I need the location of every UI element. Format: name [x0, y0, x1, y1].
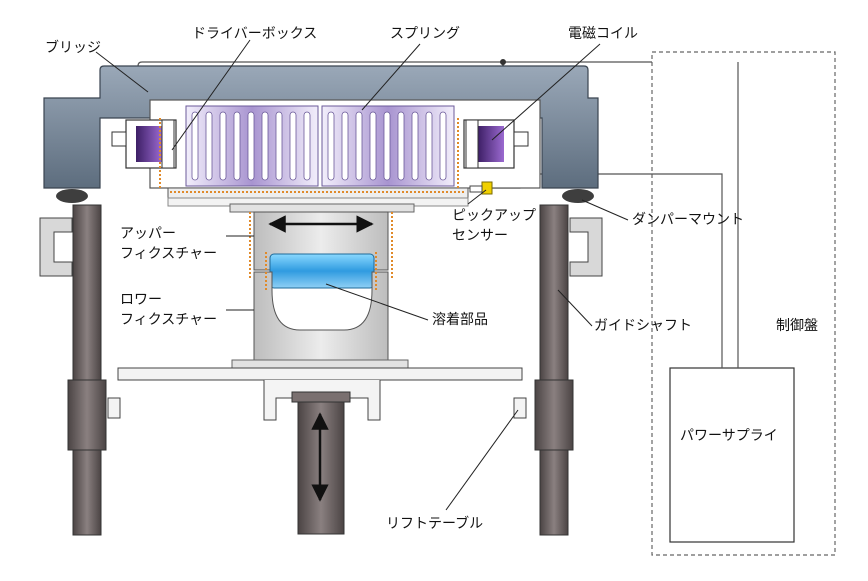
lift-rod-cap	[291, 391, 351, 403]
coil-left	[136, 126, 162, 162]
power-supply-box	[669, 367, 795, 543]
coil-left-core	[161, 119, 175, 169]
lift-table-leg-right	[513, 397, 527, 419]
shaft-clamp-left	[39, 217, 73, 277]
damper-mount-right	[562, 189, 594, 203]
label-pickup: ピックアップ	[452, 208, 536, 224]
leader-lines	[95, 39, 629, 511]
guide-bushing-left	[67, 379, 107, 451]
label-weld: 溶着部品	[432, 312, 488, 328]
spring-right	[321, 105, 455, 187]
coil-right-tab	[513, 131, 529, 147]
spring-left	[185, 105, 319, 187]
label-upper-1: アッパー	[120, 226, 176, 242]
label-sensor: センサー	[452, 228, 508, 244]
damper-mount-left	[56, 189, 88, 203]
guide-shaft-left	[72, 204, 102, 536]
coil-right	[478, 126, 504, 162]
label-power: パワーサプライ	[680, 428, 778, 444]
guide-bushing-right	[534, 379, 574, 451]
bridge	[43, 65, 599, 189]
label-lift: リフトテーブル	[386, 515, 483, 532]
coil-left-tab	[111, 131, 127, 147]
lift-table	[117, 367, 523, 381]
control-panel	[651, 51, 836, 556]
label-bridge: ブリッジ	[45, 39, 101, 56]
label-lower-1: ロワー	[120, 292, 162, 308]
label-spring: スプリング	[390, 26, 460, 42]
weld-part	[269, 253, 375, 289]
label-driver-box: ドライバーボックス	[192, 26, 317, 42]
shaft-clamp-right	[569, 217, 603, 277]
coil-right-core	[465, 119, 479, 169]
label-control: 制御盤	[776, 318, 818, 334]
lift-table-leg-left	[107, 397, 121, 419]
lower-fixture	[253, 271, 389, 363]
upper-fixture-plate	[229, 203, 415, 213]
fixture-dots	[249, 212, 393, 292]
guide-shaft-right	[539, 204, 569, 536]
wire-node	[500, 59, 506, 65]
label-coil: 電磁コイル	[568, 26, 638, 42]
label-damper: ダンパーマウント	[632, 212, 744, 228]
label-lower-2: フィクスチャー	[120, 312, 217, 328]
lower-fixture-base	[231, 359, 409, 369]
label-guide: ガイドシャフト	[594, 318, 692, 334]
label-upper-2: フィクスチャー	[120, 246, 217, 262]
pickup-sensor-mount	[469, 185, 483, 193]
driver-dots	[159, 118, 466, 193]
wire-power-2	[490, 173, 723, 368]
